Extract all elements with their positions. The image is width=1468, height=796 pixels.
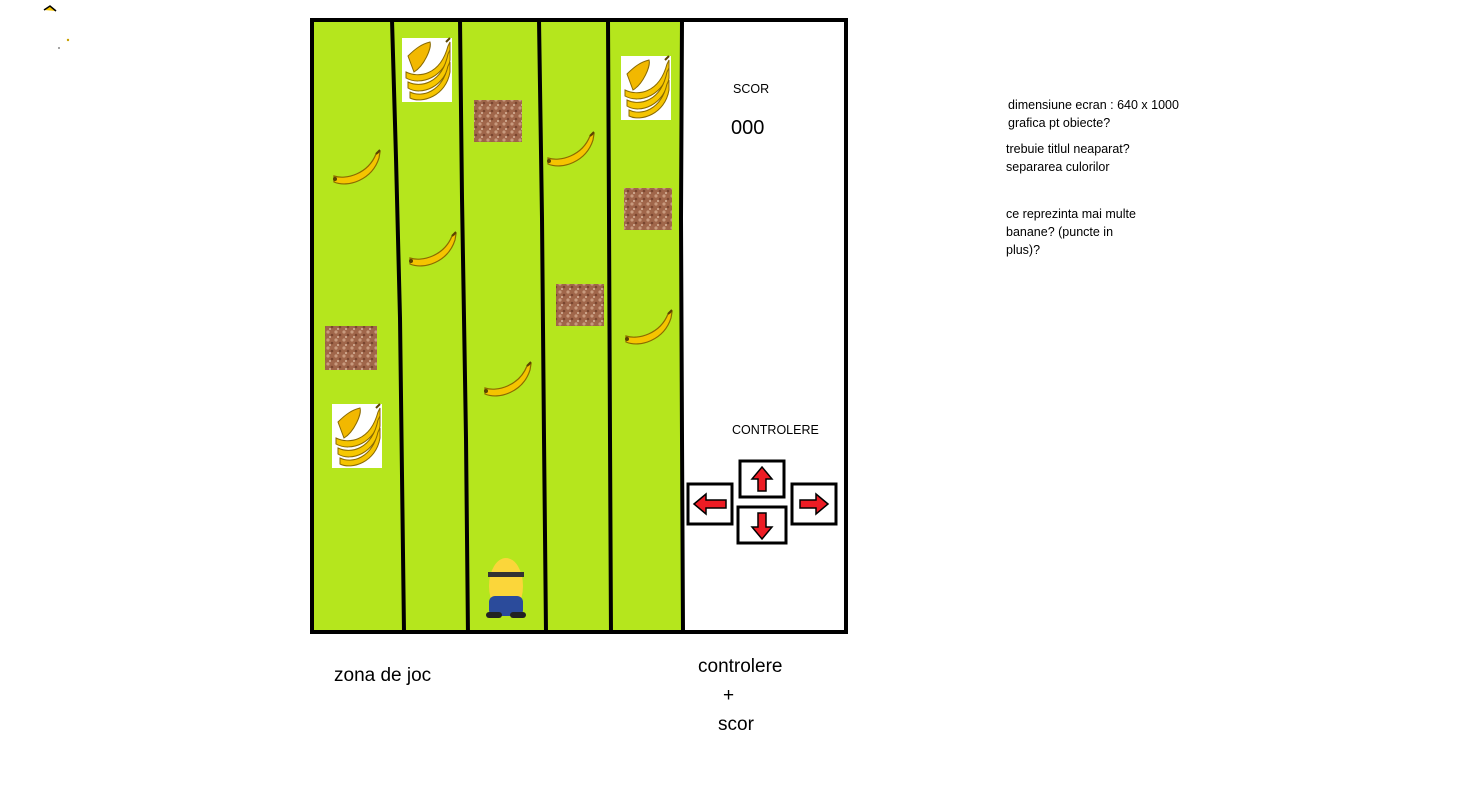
obstacle-block [474, 100, 522, 142]
obstacle-block [325, 326, 377, 370]
note-title: trebuie titlul neaparat? [1006, 140, 1130, 158]
note-bananas-1: ce reprezinta mai multe [1006, 205, 1136, 223]
left-button[interactable] [686, 482, 734, 526]
panel-divider [681, 20, 683, 632]
banana-bunch-item [402, 38, 452, 102]
note-bananas-3: plus)? [1006, 241, 1040, 259]
note-bananas-2: banane? (puncte in [1006, 223, 1113, 241]
banana-bunch-item [332, 404, 382, 468]
panel-caption-line3: scor [718, 714, 754, 736]
stray-marks [40, 2, 76, 52]
panel-caption-line2: + [723, 685, 734, 707]
controls-label: CONTROLERE [732, 421, 819, 439]
note-screen-size: dimensiune ecran : 640 x 1000 [1008, 96, 1179, 114]
panel-caption-line1: controlere [698, 656, 783, 678]
score-label: SCOR [733, 80, 769, 98]
play-area-caption: zona de joc [334, 665, 431, 687]
note-graphics: grafica pt obiecte? [1008, 114, 1110, 132]
up-button[interactable] [738, 459, 786, 499]
down-button[interactable] [736, 505, 788, 545]
right-button[interactable] [790, 482, 838, 526]
score-value: 000 [731, 117, 764, 140]
banana-bunch-item [621, 56, 671, 120]
note-colors: separarea culorilor [1006, 158, 1110, 176]
obstacle-block [624, 188, 672, 230]
obstacle-block [556, 284, 604, 326]
